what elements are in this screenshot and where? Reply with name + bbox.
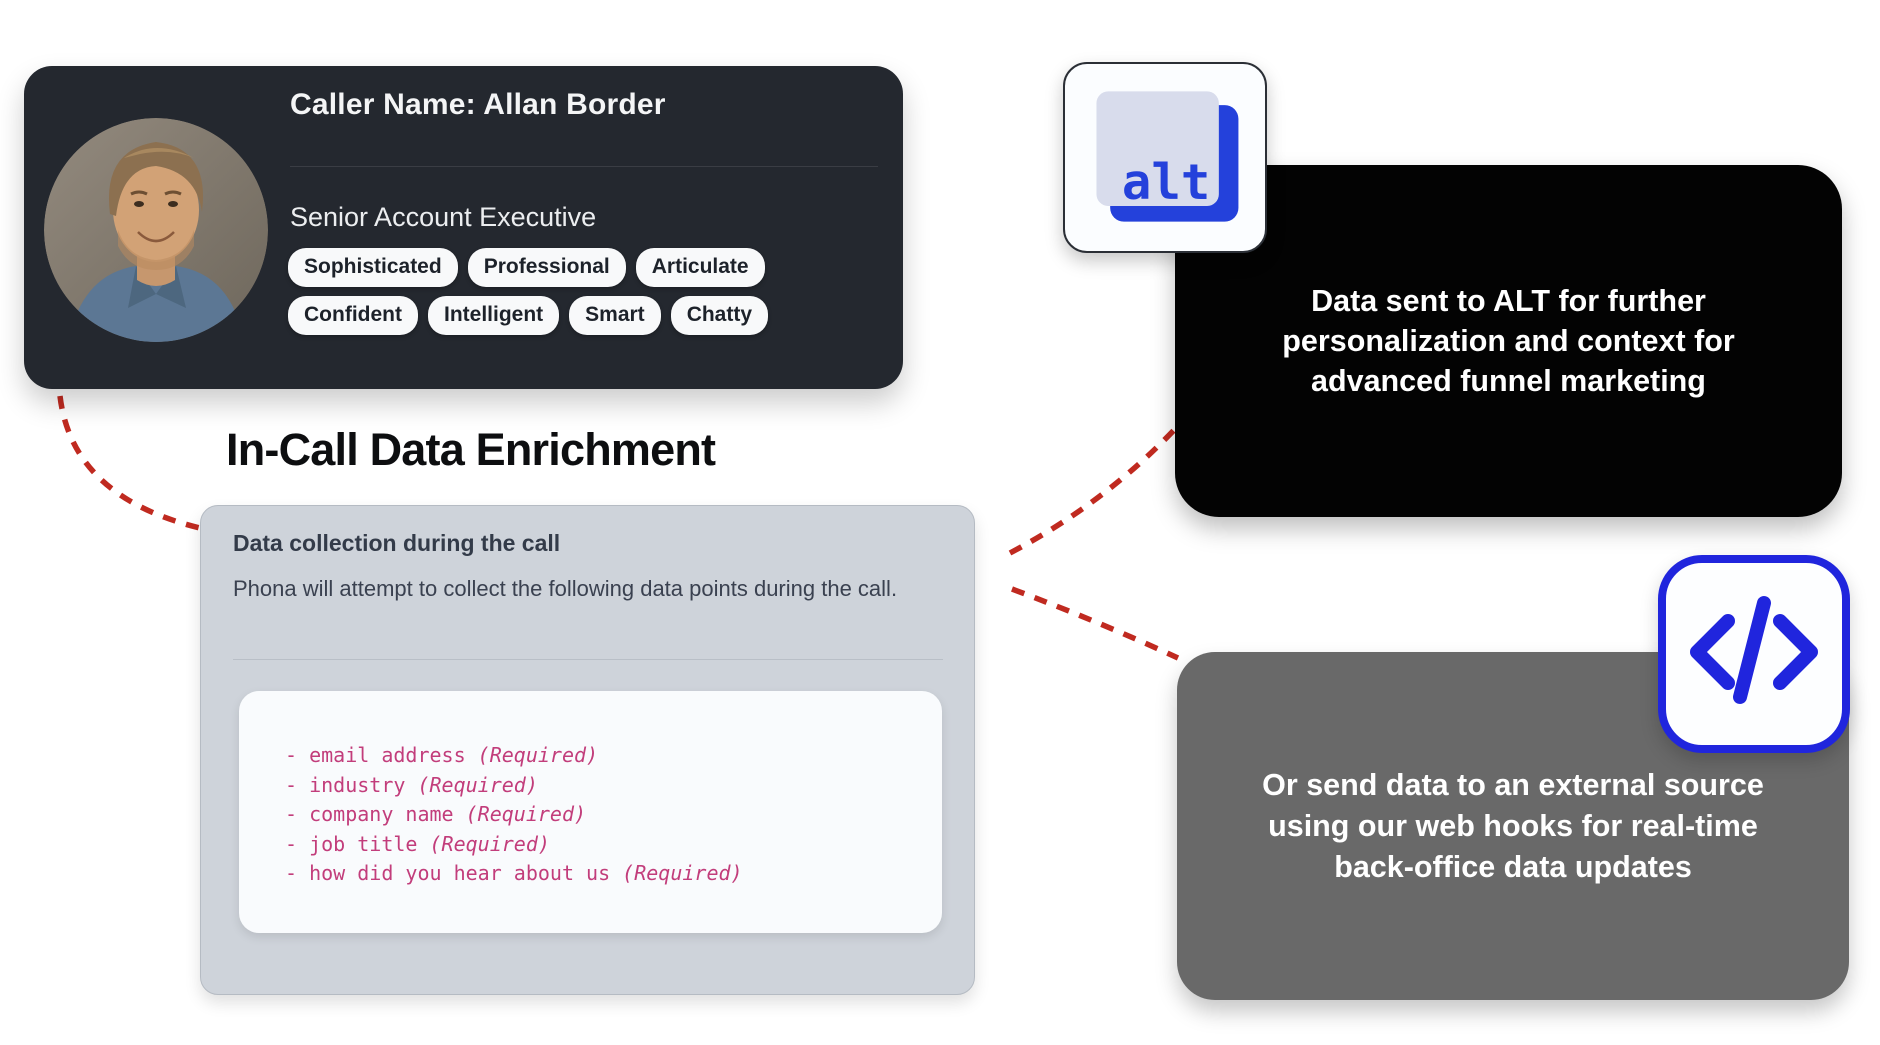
trait-badge: Professional — [467, 248, 626, 287]
trait-badge: Intelligent — [427, 296, 560, 335]
connector-caller-to-collection — [57, 395, 201, 531]
webhook-data-card-text: Or send data to an external source using… — [1262, 767, 1764, 884]
code-block: - email address (Required) - industry (Re… — [285, 741, 743, 889]
alt-key-icon: alt — [1063, 62, 1267, 253]
avatar-illustration — [44, 118, 268, 342]
trait-badge: Articulate — [635, 248, 765, 287]
code-line: - how did you hear about us (Required) — [285, 861, 743, 885]
code-line: - email address (Required) — [285, 743, 599, 767]
caller-role: Senior Account Executive — [290, 202, 597, 232]
trait-badge: Smart — [569, 296, 661, 335]
caller-card-divider — [290, 166, 878, 167]
caller-profile-card: Caller Name: Allan Border Senior Account… — [24, 66, 903, 389]
collection-card-description: Phona will attempt to collect the follow… — [233, 576, 898, 601]
code-line: - job title (Required) — [285, 831, 550, 856]
alt-keycap-illustration: alt — [1096, 91, 1239, 222]
section-heading: In-Call Data Enrichment — [226, 424, 716, 475]
alt-data-card: Data sent to ALT for further personaliza… — [1175, 165, 1842, 517]
code-icon — [1658, 555, 1850, 753]
alt-data-card-text: Data sent to ALT for further personaliza… — [1282, 284, 1735, 398]
collection-card-divider — [233, 659, 943, 660]
svg-text:alt: alt — [1122, 154, 1210, 211]
caller-name: Caller Name: Allan Border — [290, 88, 666, 121]
trait-badge: Chatty — [670, 296, 769, 335]
trait-badge: Sophisticated — [288, 248, 458, 287]
webhook-data-card: Or send data to an external source using… — [1177, 652, 1849, 1000]
code-snippet-card: - email address (Required) - industry (Re… — [239, 691, 942, 933]
connector-collection-to-webhook — [1011, 586, 1180, 661]
avatar — [44, 118, 268, 342]
code-line: - industry (Required) — [285, 772, 538, 797]
collection-card-title: Data collection during the call — [233, 530, 561, 556]
code-line: - company name (Required) — [285, 802, 587, 826]
trait-badge: Confident — [288, 296, 418, 335]
code-glyph — [1690, 596, 1818, 704]
connector-collection-to-alt — [1008, 426, 1178, 556]
data-collection-card: Data collection during the call Phona wi… — [200, 505, 975, 995]
